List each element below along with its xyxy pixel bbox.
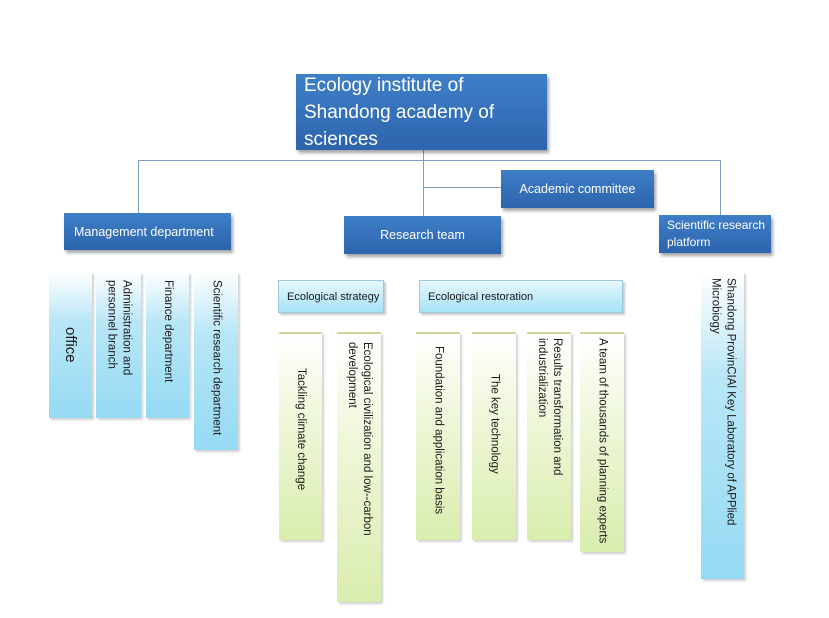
research-team-label: Research team <box>380 228 465 242</box>
platform-unit-label: Shandong ProvinCIAl Key Laboratory of AP… <box>709 278 737 526</box>
root-node: Ecology institute of Shandong academy of… <box>296 74 547 150</box>
management-unit-label: Scientific research department <box>210 280 223 436</box>
ecological-restoration-label: Ecological restoration <box>428 290 534 303</box>
academic-committee-label: Academic committee <box>519 182 636 196</box>
management-unit-label: office <box>62 327 79 363</box>
management-unit-office: office <box>49 272 92 418</box>
strategy-unit-label: Tackling climate change <box>295 368 307 491</box>
management-unit-finance: Finance department <box>146 272 189 418</box>
connector-management <box>138 160 139 213</box>
restoration-unit-key-technology: The key technology <box>472 332 516 540</box>
restoration-unit-label: A team of thousands of planning experts <box>596 338 609 544</box>
academic-committee-node: Academic committee <box>501 170 654 208</box>
connector-academic <box>423 187 501 188</box>
connector-platform <box>720 160 721 215</box>
strategy-unit-label: Ecological civilization and low--carbon … <box>346 342 373 536</box>
restoration-unit-planning-experts: A team of thousands of planning experts <box>580 332 624 552</box>
restoration-unit-foundation: Foundation and application basis <box>416 332 460 540</box>
management-unit-label: Finance department <box>162 280 174 383</box>
root-label: Ecology institute of Shandong academy of… <box>304 74 495 150</box>
research-platform-node: Scientific research platform <box>659 215 771 253</box>
ecological-strategy-label: Ecological strategy <box>287 290 380 303</box>
strategy-unit-civilization: Ecological civilization and low--carbon … <box>337 332 381 602</box>
management-department-label: Management department <box>74 224 214 239</box>
management-unit-label: Administration and personnel branch <box>105 280 133 376</box>
management-unit-administration: Administration and personnel branch <box>96 272 141 418</box>
ecological-strategy-node: Ecological strategy <box>278 280 384 313</box>
restoration-unit-results: Results transformation and industrializa… <box>527 332 571 540</box>
connector-horizontal <box>138 160 721 161</box>
connector-root-down <box>423 150 424 216</box>
research-team-node: Research team <box>344 216 501 254</box>
restoration-unit-label: Results transformation and industrializa… <box>536 338 563 476</box>
strategy-unit-climate: Tackling climate change <box>279 332 322 540</box>
restoration-unit-label: The key technology <box>488 374 501 474</box>
management-department-node: Management department <box>64 213 231 250</box>
research-platform-label: Scientific research platform <box>667 218 766 249</box>
platform-unit-laboratory: Shandong ProvinCIAl Key Laboratory of AP… <box>701 272 744 579</box>
ecological-restoration-node: Ecological restoration <box>419 280 623 313</box>
management-unit-scientific-research: Scientific research department <box>194 272 238 450</box>
restoration-unit-label: Foundation and application basis <box>432 346 445 515</box>
